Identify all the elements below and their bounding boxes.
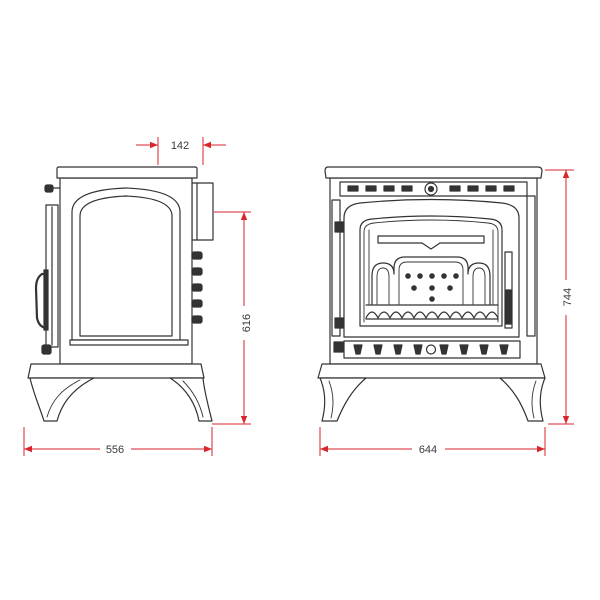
ash-pan-vent bbox=[439, 344, 449, 355]
dimension-front-height: 744 bbox=[545, 169, 574, 425]
side-view bbox=[27, 166, 214, 422]
frieze-ornament bbox=[485, 185, 497, 192]
frieze-ornament bbox=[503, 185, 515, 192]
ash-pan-vent bbox=[413, 344, 423, 355]
dimension-flue-offset: 142 bbox=[136, 137, 226, 165]
dimension-side-width: 556 bbox=[23, 427, 213, 456]
front-bottom-hinge bbox=[334, 317, 345, 329]
side-top-plate bbox=[56, 166, 198, 179]
ash-pan-vent bbox=[459, 344, 469, 355]
side-top-hinge bbox=[44, 184, 54, 193]
dimension-label-front-height: 744 bbox=[562, 288, 574, 306]
front-door-window-frame bbox=[359, 215, 503, 327]
side-leg-back bbox=[169, 377, 213, 422]
frieze-center-medallion-core bbox=[427, 185, 435, 193]
ash-pan-vent bbox=[373, 344, 383, 355]
retainer-hole bbox=[441, 273, 447, 279]
frieze-ornament bbox=[401, 185, 413, 192]
retainer-hole bbox=[405, 273, 411, 279]
ash-pan-vent bbox=[393, 344, 403, 355]
ash-pan-center-knob bbox=[425, 344, 437, 355]
side-air-knob-2 bbox=[191, 267, 203, 276]
frieze-ornament bbox=[383, 185, 395, 192]
front-left-strip bbox=[331, 199, 341, 337]
side-leg-front-detail bbox=[46, 379, 81, 418]
retainer-hole bbox=[429, 296, 435, 302]
log-retainer-inner bbox=[398, 261, 464, 305]
side-air-knob-4 bbox=[191, 299, 203, 308]
side-door-handle bbox=[34, 272, 49, 330]
side-panel-ledge bbox=[69, 339, 189, 346]
front-leg-left-detail bbox=[328, 380, 334, 419]
retainer-hole bbox=[429, 273, 435, 279]
side-flue-collar bbox=[191, 182, 214, 241]
log-retainer-left-curl bbox=[376, 267, 390, 305]
log-retainer-right-curl bbox=[472, 267, 486, 305]
ash-pan-vent bbox=[353, 344, 363, 355]
dimension-label-side-width: 556 bbox=[106, 444, 124, 456]
front-leg-left bbox=[319, 377, 367, 422]
dimension-front-width: 644 bbox=[319, 427, 546, 456]
side-air-knob-1 bbox=[191, 251, 203, 260]
ash-pan-vent bbox=[479, 344, 489, 355]
retainer-hole bbox=[417, 273, 423, 279]
grate-bars bbox=[365, 311, 499, 319]
log-retainer bbox=[371, 256, 491, 305]
ash-pan-hinge bbox=[333, 341, 344, 353]
frieze-ornament bbox=[365, 185, 377, 192]
frieze-ornament bbox=[449, 185, 461, 192]
frieze-ornament bbox=[467, 185, 479, 192]
side-leg-front bbox=[29, 377, 95, 422]
front-door-glass bbox=[363, 219, 499, 323]
side-air-knob-5 bbox=[191, 315, 203, 324]
retainer-hole bbox=[429, 285, 435, 291]
front-top-hinge bbox=[334, 221, 345, 233]
side-base-plinth bbox=[27, 363, 205, 379]
dimension-label-flue-offset: 142 bbox=[171, 140, 189, 152]
retainer-hole bbox=[453, 273, 459, 279]
side-air-knob-3 bbox=[191, 283, 203, 292]
door-handle-grip bbox=[505, 289, 512, 325]
side-leg-back-detail bbox=[182, 380, 204, 418]
front-view bbox=[317, 166, 546, 422]
side-bottom-hinge bbox=[41, 344, 52, 355]
frieze-ornament bbox=[347, 185, 359, 192]
side-door-handle-mount bbox=[43, 269, 49, 331]
front-right-strip bbox=[526, 195, 536, 337]
retainer-hole bbox=[411, 285, 417, 291]
baffle-plate bbox=[377, 235, 485, 250]
front-leg-right bbox=[499, 377, 546, 422]
front-top-plate bbox=[324, 166, 543, 179]
dimension-flue-height: 616 bbox=[212, 211, 253, 425]
ash-pan-vent bbox=[499, 344, 509, 355]
side-panel-inner-arch bbox=[79, 195, 173, 337]
front-leg-right-detail bbox=[531, 380, 537, 419]
retainer-hole bbox=[447, 285, 453, 291]
dimension-label-flue-height: 616 bbox=[241, 314, 253, 332]
dimension-label-front-width: 644 bbox=[419, 444, 437, 456]
front-base-plinth bbox=[317, 363, 546, 379]
